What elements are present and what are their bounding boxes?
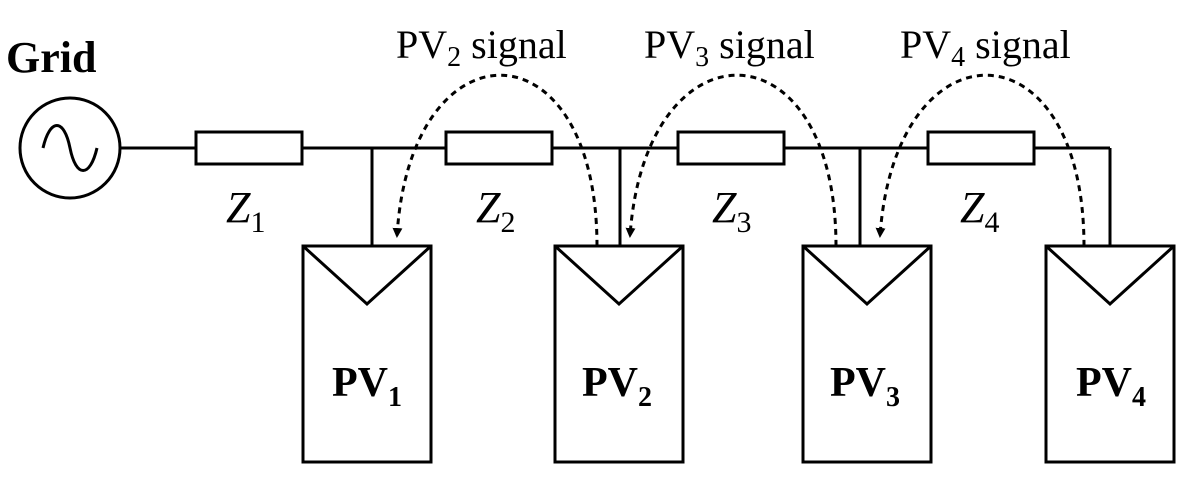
impedance-label-z4: Z4 <box>960 183 999 239</box>
signal-arrow-pv4-to-pv3 <box>875 73 1086 247</box>
pv-panel-1 <box>301 244 433 464</box>
impedance-label-z3: Z3 <box>712 183 751 239</box>
pv-panel-2 <box>553 244 685 464</box>
signal-label-pv4: PV4 signal <box>900 22 1071 73</box>
impedance-z1 <box>194 130 304 166</box>
pv-panel-4 <box>1044 244 1176 464</box>
impedance-label-z2: Z2 <box>476 183 515 239</box>
pv-panel-4-label: PV4 <box>1076 360 1146 413</box>
signal-label-pv3: PV3 signal <box>644 22 815 73</box>
pv-panel-1-label: PV1 <box>332 360 402 413</box>
signal-arrow-pv2-to-pv1 <box>392 73 599 247</box>
pv-panel-3 <box>801 244 933 464</box>
panel-feeders <box>370 148 1112 246</box>
pv-panel-2-label: PV2 <box>582 360 652 413</box>
impedance-z3 <box>676 130 786 166</box>
pv-panel-3-label: PV3 <box>830 360 900 413</box>
signal-arrow-pv3-to-pv2 <box>625 73 838 247</box>
impedance-z4 <box>926 130 1036 166</box>
impedance-z2 <box>444 130 554 166</box>
grid-label: Grid <box>6 33 96 82</box>
impedance-label-z1: Z1 <box>226 183 265 239</box>
signal-label-pv2: PV2 signal <box>396 22 567 73</box>
ac-source-icon <box>18 96 122 200</box>
